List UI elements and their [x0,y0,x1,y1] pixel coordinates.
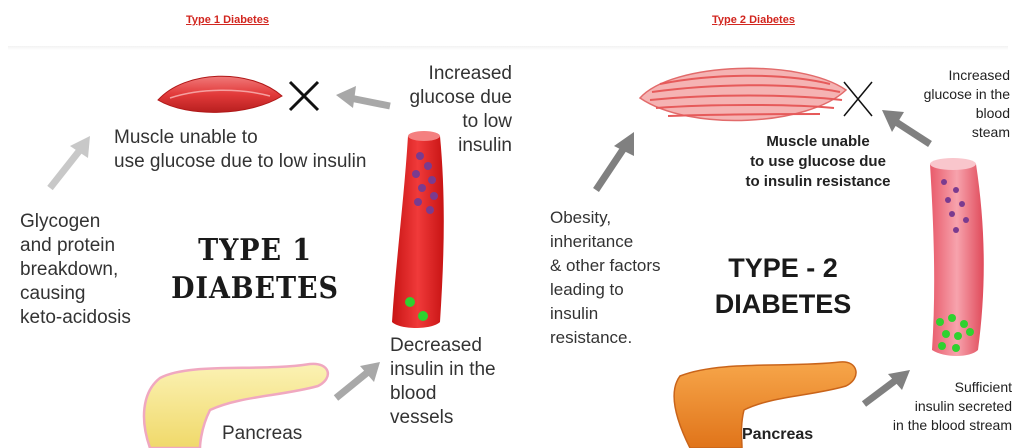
left-glucose-caption: Increased glucose due to low insulin [392,62,512,158]
right-diagram-title: TYPE - 2 DIABETES [708,250,858,322]
blood-vessel-right [930,158,984,356]
right-glucose-caption: Increased glucose in the blood steam [900,66,1010,142]
muscle-icon-right [640,68,846,120]
cross-icon-right [844,82,872,116]
right-muscle-caption: Muscle unable to use glucose due to insu… [728,132,908,192]
left-diagram-title: TYPE 1 DIABETES [160,232,350,308]
right-panel-header: Type 2 Diabetes [712,14,795,26]
right-pancreas-label: Pancreas [742,426,813,444]
left-insulin-caption: Decreased insulin in the blood vessels [390,334,520,430]
left-pancreas-label: Pancreas [222,422,302,446]
blood-vessel-left [392,131,444,328]
left-title-line2: DIABETES [170,270,341,308]
arrow-obesity-right [596,132,634,190]
right-title-line1: TYPE - 2 [708,250,858,286]
arrow-pancreas-left [336,362,380,398]
right-insulin-caption: Sufficient insulin secreted in the blood… [866,378,1012,435]
right-obesity-caption: Obesity, inheritance & other factors lea… [550,206,690,350]
cross-icon-left [290,82,318,110]
header-divider [8,46,1008,50]
arrow-glucose-to-muscle-left [336,86,390,108]
right-title-line2: DIABETES [708,286,858,322]
left-title-line1: TYPE 1 [170,232,341,270]
muscle-icon-left [158,76,282,112]
left-panel-header: Type 1 Diabetes [186,14,269,26]
left-muscle-caption: Muscle unable to use glucose due to low … [114,126,394,174]
arrow-glycogen-left [50,136,90,188]
left-glycogen-caption: Glycogen and protein breakdown, causing … [20,210,160,330]
